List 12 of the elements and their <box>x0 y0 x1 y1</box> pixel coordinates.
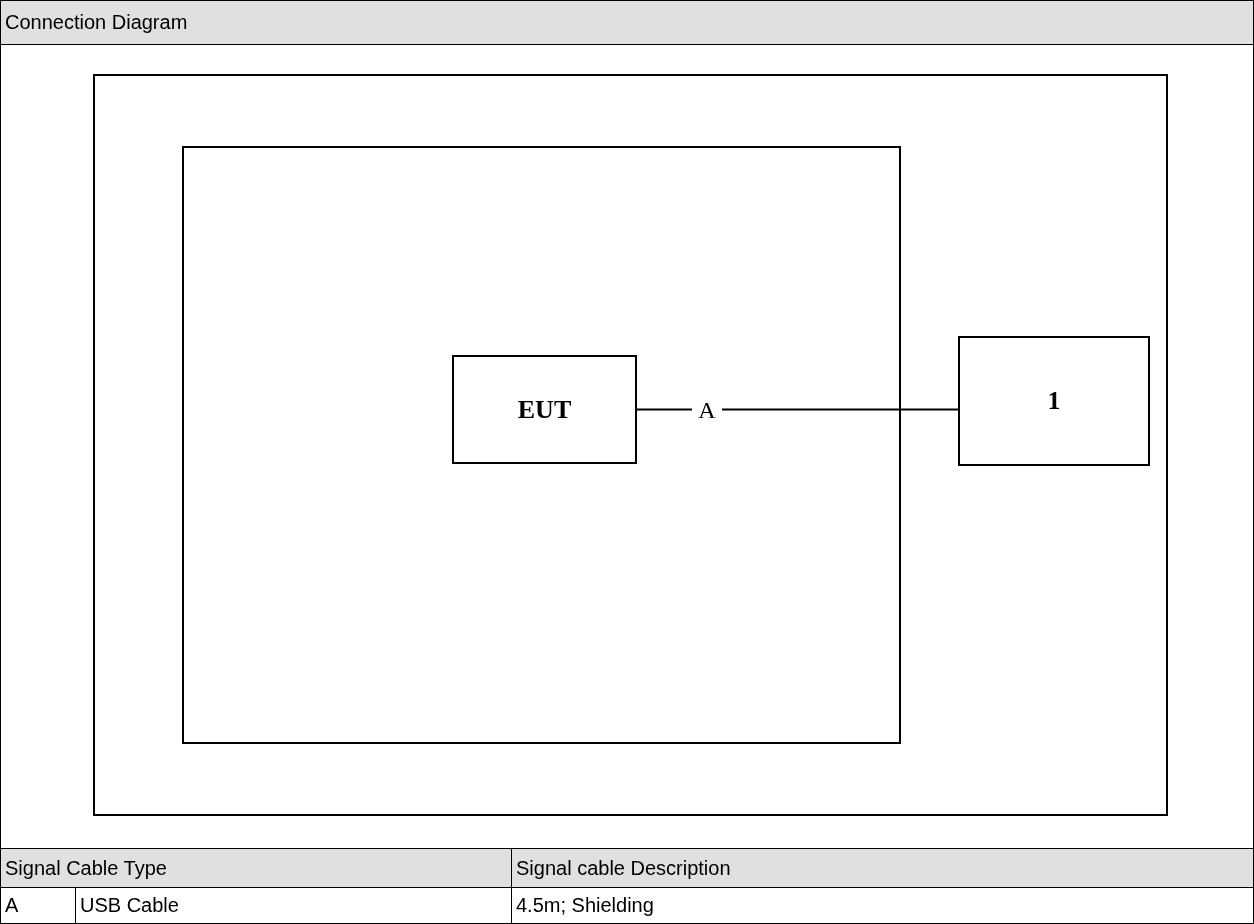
table-header: Signal cable Description <box>511 848 1254 888</box>
table-cell: A <box>0 887 76 924</box>
frame-box <box>182 146 901 744</box>
node-label: 1 <box>1047 386 1061 416</box>
table-header: Signal Cable Type <box>0 848 512 888</box>
frame-box <box>93 74 1168 816</box>
title-bar: Connection Diagram <box>0 0 1254 45</box>
device-box <box>958 336 1150 466</box>
node-label: EUT <box>517 394 572 425</box>
table-cell: 4.5m; Shielding <box>511 887 1254 924</box>
device-box <box>452 355 637 464</box>
cable-line <box>636 408 959 411</box>
